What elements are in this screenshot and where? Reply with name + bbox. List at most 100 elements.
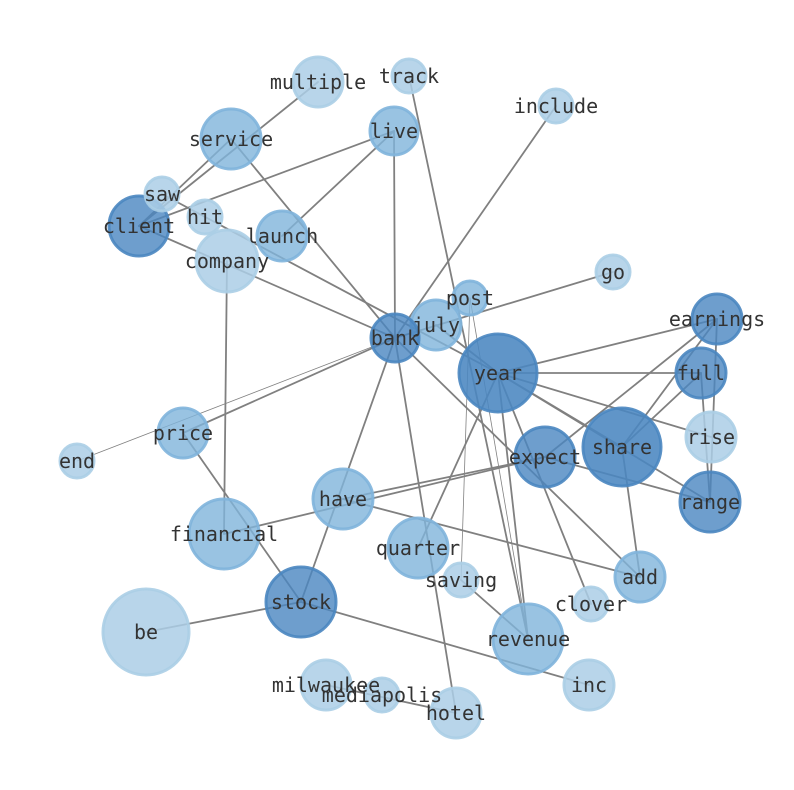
- node-be: [101, 587, 191, 677]
- node-launch: [255, 209, 309, 263]
- node-label-range: range: [680, 490, 740, 514]
- node-circle-hit: [186, 198, 224, 236]
- node-circle-revenue: [491, 602, 565, 676]
- node-go: [594, 253, 632, 291]
- node-circle-earnings: [690, 292, 744, 346]
- edge-expect-financial: [223, 456, 546, 535]
- node-label-track: track: [379, 64, 439, 88]
- node-label-earnings: earnings: [669, 307, 765, 331]
- node-milwaukee: [299, 658, 353, 712]
- edge-include-bank: [394, 105, 557, 339]
- edge-live-bank: [393, 130, 396, 339]
- node-circle-share: [581, 406, 663, 488]
- node-circle-clover: [572, 585, 610, 623]
- node-circle-stock: [264, 565, 338, 639]
- edge-client-bank: [138, 225, 396, 339]
- edge-year-revenue: [497, 372, 529, 640]
- node-label-launch: launch: [246, 224, 318, 248]
- node-circle-milwaukee: [299, 658, 353, 712]
- node-circle-have: [311, 467, 375, 531]
- node-earnings: [690, 292, 744, 346]
- node-circle-go: [594, 253, 632, 291]
- node-hotel: [429, 686, 483, 740]
- node-add: [613, 550, 667, 604]
- node-circle-hotel: [429, 686, 483, 740]
- node-financial: [187, 497, 261, 571]
- node-label-bank: bank: [371, 326, 419, 350]
- node-post: [451, 279, 489, 317]
- node-circle-live: [368, 105, 420, 157]
- node-track: [390, 57, 428, 95]
- node-circle-year: [457, 332, 539, 414]
- node-circle-bank: [369, 312, 421, 364]
- node-circle-multiple: [291, 55, 345, 109]
- node-label-rise: rise: [687, 425, 735, 449]
- node-revenue: [491, 602, 565, 676]
- node-circle-add: [613, 550, 667, 604]
- node-year: [457, 332, 539, 414]
- node-label-company: company: [185, 249, 269, 273]
- node-label-client: client: [103, 214, 175, 238]
- node-label-post: post: [446, 286, 494, 310]
- node-label-be: be: [134, 620, 158, 644]
- edge-have-add: [342, 498, 641, 578]
- node-quarter: [386, 516, 450, 580]
- node-label-share: share: [592, 435, 652, 459]
- node-label-hotel: hotel: [426, 701, 486, 725]
- node-label-hit: hit: [187, 205, 223, 229]
- node-hit: [186, 198, 224, 236]
- node-range: [678, 470, 742, 534]
- node-have: [311, 467, 375, 531]
- node-label-quarter: quarter: [376, 536, 460, 560]
- node-label-saving: saving: [425, 568, 497, 592]
- node-end: [58, 442, 96, 480]
- edge-service-bank: [230, 138, 396, 339]
- node-circle-service: [199, 107, 263, 171]
- node-mediapolis: [363, 676, 401, 714]
- node-label-clover: clover: [555, 592, 627, 616]
- edge-year-clover: [497, 372, 592, 605]
- node-client: [107, 194, 171, 258]
- node-circle-company: [194, 228, 260, 294]
- node-label-go: go: [601, 260, 625, 284]
- node-label-full: full: [677, 361, 725, 385]
- node-circle-include: [537, 87, 575, 125]
- edge-client-live: [138, 130, 395, 227]
- node-label-year: year: [474, 361, 522, 385]
- node-label-milwaukee: milwaukee: [272, 673, 380, 697]
- edge-bank-end: [76, 337, 396, 462]
- edge-expect-have: [342, 456, 546, 500]
- node-multiple: [291, 55, 345, 109]
- node-service: [199, 107, 263, 171]
- node-label-financial: financial: [170, 522, 278, 546]
- edge-post-saving: [460, 297, 471, 581]
- node-include: [537, 87, 575, 125]
- node-label-live: live: [370, 119, 418, 143]
- node-label-include: include: [514, 94, 598, 118]
- node-label-have: have: [319, 487, 367, 511]
- edge-bank-price: [182, 337, 396, 434]
- node-circles: [58, 55, 744, 740]
- node-share: [581, 406, 663, 488]
- node-labels: yearsharestockrangeclientearningsfullexp…: [59, 64, 765, 725]
- node-inc: [562, 658, 616, 712]
- node-label-saw: saw: [144, 182, 181, 206]
- node-label-july: july: [412, 313, 460, 337]
- node-circle-saw: [143, 175, 181, 213]
- node-circle-expect: [513, 425, 577, 489]
- node-circle-end: [58, 442, 96, 480]
- node-layer: yearsharestockrangeclientearningsfullexp…: [58, 55, 765, 740]
- node-label-multiple: multiple: [270, 70, 366, 94]
- node-circle-be: [101, 587, 191, 677]
- node-circle-post: [451, 279, 489, 317]
- node-label-stock: stock: [271, 590, 331, 614]
- node-circle-quarter: [386, 516, 450, 580]
- node-saving: [442, 561, 480, 599]
- node-clover: [572, 585, 610, 623]
- edge-earnings-expect: [544, 318, 718, 458]
- node-label-revenue: revenue: [486, 627, 570, 651]
- node-circle-full: [674, 346, 728, 400]
- node-circle-financial: [187, 497, 261, 571]
- node-circle-inc: [562, 658, 616, 712]
